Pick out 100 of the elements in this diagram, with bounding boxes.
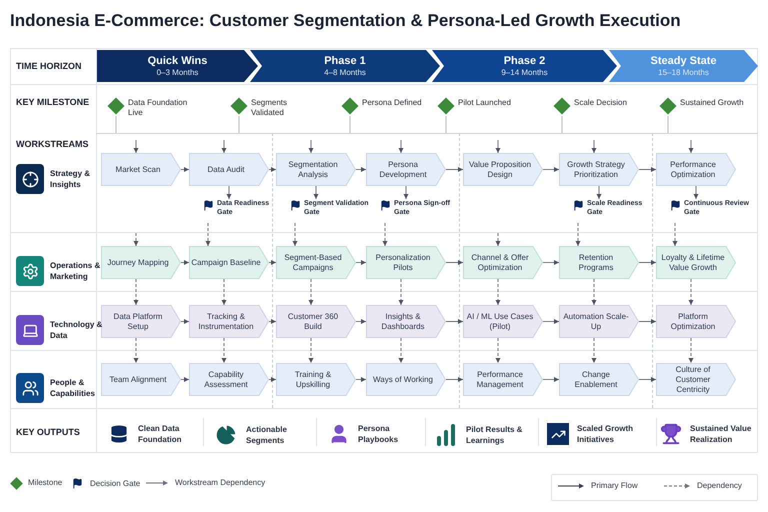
output-label: Sustained Value Realization: [690, 423, 752, 445]
task-label: Data Audit: [208, 164, 244, 174]
task-label: Growth Strategy Prioritization: [566, 160, 626, 180]
milestone-label: Segments Validated: [251, 98, 288, 118]
dependency-arrow: [398, 338, 404, 364]
workstream-name: Operations & Marketing: [50, 260, 102, 282]
flow-arrow: [268, 167, 276, 172]
task-label: Market Scan: [116, 164, 160, 174]
task-label: Tracking & Instrumentation: [197, 312, 255, 332]
dependency-arrow: [592, 338, 596, 364]
dependency-arrow: [292, 222, 298, 246]
dependency-arrow: [592, 278, 596, 306]
task-label: Team Alignment: [110, 374, 166, 384]
task-label: Channel & Offer Optimization: [470, 252, 530, 272]
flow-arrow: [314, 186, 318, 200]
dependency-arrow: [496, 338, 500, 364]
row-header: KEY OUTPUTS: [16, 426, 81, 438]
process-box: [463, 363, 543, 396]
task-label: Customer 360 Build: [286, 312, 340, 332]
flow-arrow: [180, 260, 190, 265]
dependency-arrow: [308, 338, 314, 364]
flow-arrow: [542, 377, 560, 382]
task-label: Capability Assessment: [203, 370, 249, 390]
process-box: [559, 363, 639, 396]
flow-arrow: [356, 167, 366, 172]
process-box: [366, 363, 446, 396]
process-box: [366, 153, 446, 186]
flow-arrow: [496, 140, 500, 154]
task-label: Journey Mapping: [107, 258, 169, 268]
process-box: [559, 246, 639, 279]
title: Indonesia E-Commerce: Customer Segmentation & Persona-Led Growth Execution: [10, 10, 681, 32]
milestone-label: Persona Defined: [362, 98, 423, 108]
flow-arrow: [694, 186, 698, 200]
phase-band: [432, 50, 617, 82]
process-box: [656, 246, 736, 279]
row-header: TIME HORIZON: [16, 60, 82, 72]
task-label: Persona Development: [378, 160, 428, 180]
dependency-arrow: [688, 278, 694, 306]
milestone-label: Scale Decision: [574, 98, 628, 108]
dependency-arrow: [134, 278, 138, 306]
phase-band: [97, 50, 258, 82]
process-box: [189, 305, 269, 338]
row-header: KEY MILESTONE: [16, 96, 90, 108]
flow-arrow: [180, 377, 190, 382]
phase-duration: 0–3 Months: [156, 68, 198, 78]
task-label: Data Platform Setup: [112, 312, 164, 332]
output-label: Pilot Results & Learnings: [466, 424, 524, 446]
task-label: Performance Management: [476, 370, 524, 390]
flow-arrow: [542, 260, 560, 265]
flow-arrow: [446, 319, 464, 324]
dependency-arrow: [222, 338, 226, 364]
workstream-name: Technology & Data: [50, 319, 104, 341]
flow-arrow: [134, 140, 138, 154]
flow-arrow: [446, 260, 464, 265]
flow-arrow: [638, 319, 656, 324]
process-box: [656, 153, 736, 186]
flow-arrow: [688, 140, 694, 154]
dependency-arrow: [496, 278, 500, 306]
process-box: [276, 305, 356, 338]
flow-arrow: [638, 377, 656, 382]
flow-arrow: [638, 167, 656, 172]
phase-title: Steady State: [650, 54, 717, 68]
legend-label: Decision Gate: [90, 478, 140, 488]
flow-arrow: [542, 167, 560, 172]
task-label: Value Proposition Design: [468, 160, 532, 180]
flow-arrow: [268, 377, 276, 382]
output-label: Persona Playbooks: [358, 423, 400, 445]
process-box: [101, 246, 181, 279]
dependency-arrow: [134, 232, 138, 246]
flow-arrow: [596, 186, 602, 200]
dependency-arrow: [496, 232, 500, 246]
output-label: Clean Data Foundation: [138, 423, 183, 445]
task-label: Ways of Working: [372, 374, 433, 384]
task-label: Insights & Dashboards: [380, 312, 426, 332]
task-label: Loyalty & Lifetime Value Growth: [660, 252, 726, 272]
dependency-arrow: [576, 222, 580, 246]
task-label: Performance Optimization: [669, 160, 717, 180]
task-label: Platform Optimization: [670, 312, 716, 332]
phase-duration: 15–18 Months: [658, 68, 709, 78]
dependency-arrow: [398, 278, 404, 306]
phase-band: [609, 50, 758, 82]
flow-arrow: [404, 186, 408, 200]
flow-arrow: [180, 319, 190, 324]
task-label: AI / ML Use Cases (Pilot): [466, 312, 534, 332]
task-label: Automation Scale-Up: [562, 312, 630, 332]
phase-duration: 4–8 Months: [324, 68, 366, 78]
process-box: [189, 363, 269, 396]
process-box: [101, 363, 181, 396]
phase-title: Phase 1: [324, 54, 366, 68]
flow-arrow: [356, 377, 366, 382]
flow-arrow: [638, 260, 656, 265]
process-box: [463, 305, 543, 338]
legend-label: Dependency: [697, 481, 742, 491]
process-box: [276, 363, 356, 396]
flow-arrow: [592, 140, 596, 154]
phase-title: Phase 2: [504, 54, 546, 68]
process-box: [559, 305, 639, 338]
flow-arrow: [356, 260, 366, 265]
task-label: Culture of Customer Centricity: [674, 364, 712, 394]
legend-label: Primary Flow: [591, 481, 638, 491]
